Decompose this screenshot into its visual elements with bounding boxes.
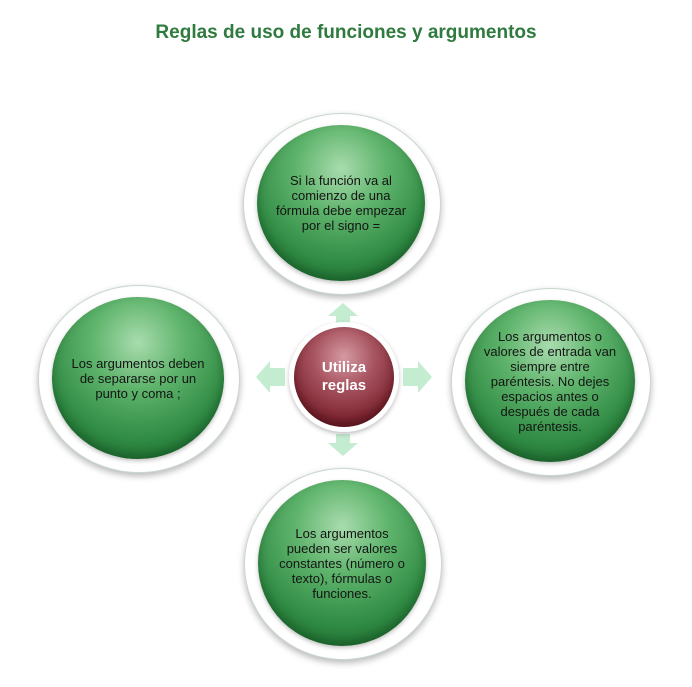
node-bottom: Los argumentos pueden ser valores consta… [258,480,426,646]
arrow-left [256,361,285,393]
node-bottom-text: Los argumentos pueden ser valores consta… [279,525,405,601]
arrow-down [328,434,358,456]
center-hub: Utiliza reglas [294,327,394,427]
node-top: Si la función va al comienzo de una fórm… [257,125,425,281]
diagram-title: Reglas de uso de funciones y argumentos [155,22,537,43]
node-right: Los argumentos o valores de entrada van … [465,300,635,462]
arrow-up [328,303,358,325]
node-left-text: Los argumentos deben de separarse por un… [71,355,205,401]
node-right-text: Los argumentos o valores de entrada van … [483,328,617,434]
node-top-text: Si la función va al comienzo de una fórm… [275,173,407,233]
node-left: Los argumentos deben de separarse por un… [52,297,224,459]
center-hub-text: Utiliza reglas [321,359,367,394]
arrow-right [403,361,432,393]
